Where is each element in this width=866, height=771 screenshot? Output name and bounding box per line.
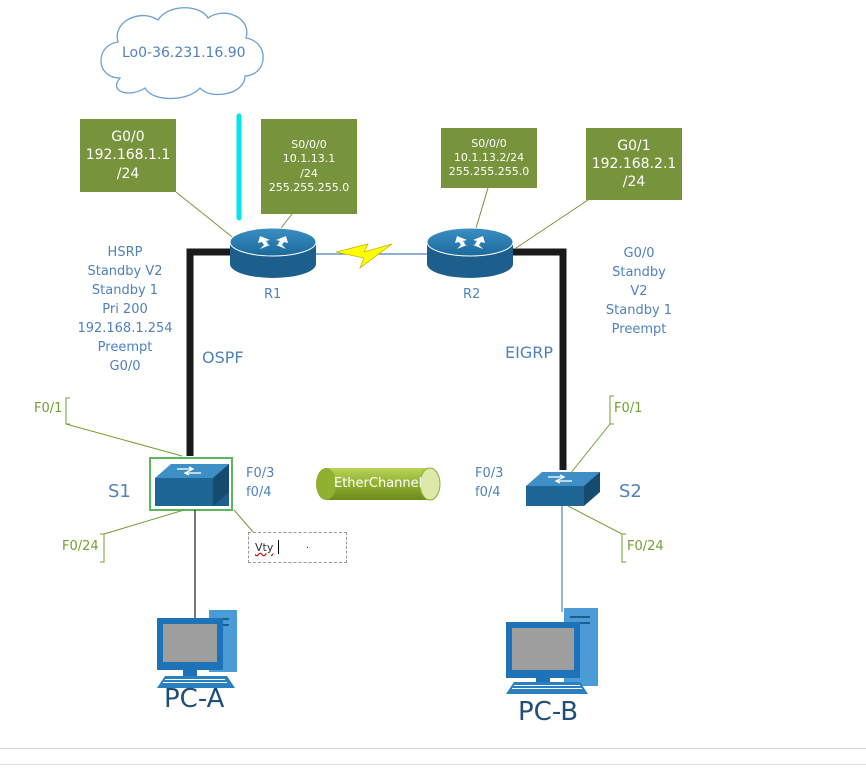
r2-g01-line1: G0/1	[617, 137, 651, 154]
r2-s000-line3: 255.255.255.0	[448, 165, 530, 179]
r1-g00-line1: G0/0	[111, 129, 145, 146]
callout-line	[515, 199, 589, 249]
pc-b-label: PC-B	[518, 697, 579, 727]
port-bracket	[609, 395, 614, 425]
s1-f01-label: F0/1	[34, 401, 63, 416]
hsrp-left-line: Preempt	[97, 340, 153, 355]
r2-g01-line3: /24	[622, 174, 646, 191]
hsrp-left-line: Standby V2	[87, 264, 163, 279]
s2-trunk-port: F0/3	[475, 466, 504, 481]
switch-s2-label: S2	[619, 481, 642, 502]
link-r2-s2	[510, 248, 567, 470]
hsrp-left-line: HSRP	[107, 245, 143, 260]
loopback-cloud	[100, 7, 264, 100]
window-bottom-edge	[0, 748, 866, 771]
pc-a-icon[interactable]	[157, 610, 237, 688]
loopback-label: Lo0-36.231.16.90	[122, 45, 246, 61]
s1-f024-label: F0/24	[62, 539, 99, 554]
r1-s000-line1: S0/0/0	[291, 137, 327, 151]
s1-trunk-port: f0/4	[246, 485, 272, 500]
r2-s000-line2: 10.1.13.2/24	[453, 150, 525, 164]
port-bracket	[100, 533, 105, 563]
callout-line	[175, 191, 237, 241]
text-cursor	[278, 540, 279, 554]
hsrp-left-line: G0/0	[109, 359, 141, 374]
vty-text: Vty	[255, 541, 274, 554]
r2-g01-box: G0/1 192.168.2.1 /24	[586, 128, 682, 200]
switch-s2-icon[interactable]	[526, 472, 600, 506]
s2-f01-label: F0/1	[614, 401, 643, 416]
hsrp-left-line: 192.168.1.254	[77, 321, 173, 336]
s2-trunk-ports: F0/3 f0/4	[475, 464, 503, 502]
r1-s000-line3: /24	[300, 166, 318, 180]
switch-s1-icon[interactable]	[155, 464, 229, 506]
r2-s000-box: S0/0/0 10.1.13.2/24 255.255.255.0	[441, 128, 537, 188]
router-r2-icon[interactable]	[426, 227, 514, 278]
port-bracket	[65, 397, 70, 425]
port-callout	[233, 509, 255, 534]
port-bracket	[621, 533, 626, 563]
hsrp-left-line: Standby 1	[91, 283, 159, 298]
hsrp-right-line: G0/0	[623, 246, 655, 261]
switch-s1-selection	[149, 457, 233, 511]
r1-s000-line4: 255.255.255.0	[268, 180, 350, 194]
r2-g01-line2: 192.168.2.1	[591, 155, 677, 172]
hsrp-right-line: Standby 1	[605, 303, 673, 318]
s2-f024-label: F0/24	[627, 539, 664, 554]
r1-s000-line2: 10.1.13.1	[282, 152, 336, 166]
r1-s000-box: S0/0/0 10.1.13.1 /24 255.255.255.0	[261, 119, 357, 214]
port-callout	[569, 423, 611, 475]
router-r1-icon[interactable]	[229, 227, 317, 278]
callout-line	[475, 187, 489, 229]
eigrp-label: EIGRP	[505, 343, 553, 362]
serial-lightning-icon	[335, 243, 393, 270]
hsrp-right-line: Preempt	[611, 322, 667, 337]
hsrp-right-line: Standby	[612, 265, 666, 280]
s1-trunk-ports: F0/3 f0/4	[246, 464, 274, 502]
vty-dot: .	[306, 539, 310, 551]
s1-trunk-port: F0/3	[246, 466, 275, 481]
vty-text-box[interactable]: Vty .	[248, 532, 347, 563]
r1-g00-line2: 192.168.1.1	[85, 147, 171, 164]
ospf-label: OSPF	[202, 348, 244, 367]
hsrp-right-line: V2	[630, 284, 648, 299]
r2-s000-line1: S0/0/0	[471, 136, 507, 150]
r1-g00-line3: /24	[116, 165, 140, 182]
etherchannel-label: EtherChannel	[334, 476, 423, 491]
port-callout	[103, 509, 185, 535]
r1-g00-box: G0/0 192.168.1.1 /24	[80, 119, 176, 192]
pc-b-icon[interactable]	[506, 608, 598, 694]
hsrp-left-line: Pri 200	[102, 302, 148, 317]
hsrp-left-config: HSRP Standby V2 Standby 1 Pri 200 192.16…	[70, 243, 180, 376]
link-r1-s1	[186, 248, 234, 456]
port-callout	[65, 423, 183, 457]
port-callout	[567, 505, 623, 535]
hsrp-right-config: G0/0 Standby V2 Standby 1 Preempt	[594, 244, 684, 339]
pc-a-label: PC-A	[164, 684, 225, 714]
etherchannel-icon	[316, 467, 441, 501]
router-r1-label: R1	[264, 287, 282, 302]
s2-trunk-port: f0/4	[475, 485, 501, 500]
router-r2-label: R2	[463, 287, 481, 302]
switch-s1-label: S1	[108, 481, 131, 502]
